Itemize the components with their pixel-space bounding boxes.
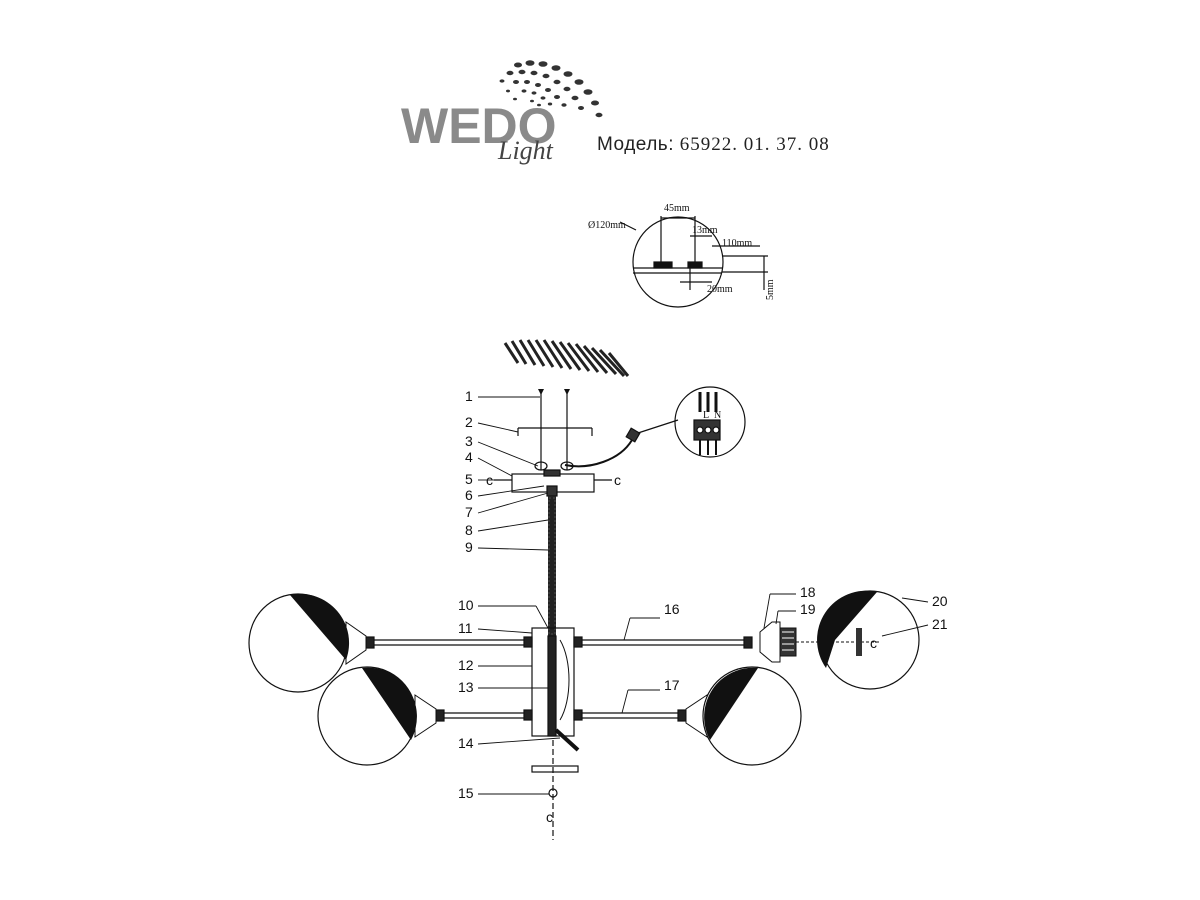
callout-20: 20: [932, 593, 948, 609]
callout-18: 18: [800, 584, 816, 600]
callout-21: 21: [932, 616, 948, 632]
canopy-assembly: c c: [486, 389, 621, 497]
callout-2: 2: [465, 414, 473, 430]
mounting-plate-detail: 45mm 13mm 110mm 20mm Ø120mm 5mm: [588, 203, 776, 308]
callout-3: 3: [465, 433, 473, 449]
dim-13-label: 13mm: [692, 225, 718, 236]
shade-right-lower: [685, 666, 802, 766]
callout-16: 16: [664, 601, 680, 617]
callout-14: 14: [458, 735, 474, 751]
svg-text:c: c: [870, 635, 877, 651]
terminal-n-label: N: [714, 410, 721, 421]
model-line: Модель: 65922. 01. 37. 08: [597, 134, 830, 156]
callout-13: 13: [458, 679, 474, 695]
model-label: Модель:: [597, 134, 674, 155]
dim-110-label: 110mm: [722, 238, 752, 249]
callout-5: 5: [465, 471, 473, 487]
callout-8: 8: [465, 522, 473, 538]
socket-right: [759, 621, 797, 663]
callout-15: 15: [458, 785, 474, 801]
svg-text:c: c: [546, 809, 553, 825]
callout-leaders: [477, 396, 929, 795]
lower-fittings: c: [531, 740, 579, 840]
dim-20-label: 20mm: [707, 284, 733, 295]
svg-text:c: c: [614, 472, 621, 488]
callout-19: 19: [800, 601, 816, 617]
callout-7: 7: [465, 504, 473, 520]
dim-45-label: 45mm: [664, 203, 690, 214]
callout-1: 1: [465, 388, 473, 404]
arms: [365, 636, 753, 722]
callout-4: 4: [465, 449, 473, 465]
callout-9: 9: [465, 539, 473, 555]
central-body: [523, 627, 583, 752]
wiring-terminal-detail: L N: [564, 386, 746, 468]
terminal-l-label: L: [703, 410, 709, 421]
brand-logo: WEDO Light: [398, 55, 628, 165]
dim-5-label: 5mm: [765, 279, 776, 300]
shade-right-detached: c: [796, 590, 920, 690]
brand-wordmark: WEDO: [401, 98, 557, 154]
callout-11: 11: [458, 620, 473, 636]
dim-diameter-label: Ø120mm: [588, 220, 626, 231]
shade-left-upper: [248, 593, 367, 693]
callout-10: 10: [458, 597, 474, 613]
shade-left-lower: [317, 666, 437, 766]
callout-numbers: 1 2 3 4 5 6 7 8 9 10 11 12 13 14 15 16 1…: [458, 388, 948, 801]
callout-12: 12: [458, 657, 474, 673]
main-stem: [548, 496, 556, 636]
model-number: 65922. 01. 37. 08: [679, 134, 830, 155]
ceiling-hatch: [503, 339, 630, 378]
brand-subtitle: Light: [497, 136, 554, 165]
callout-17: 17: [664, 677, 680, 693]
dotted-swirl-logo-icon: WEDO Light: [401, 60, 603, 165]
callout-6: 6: [465, 487, 473, 503]
